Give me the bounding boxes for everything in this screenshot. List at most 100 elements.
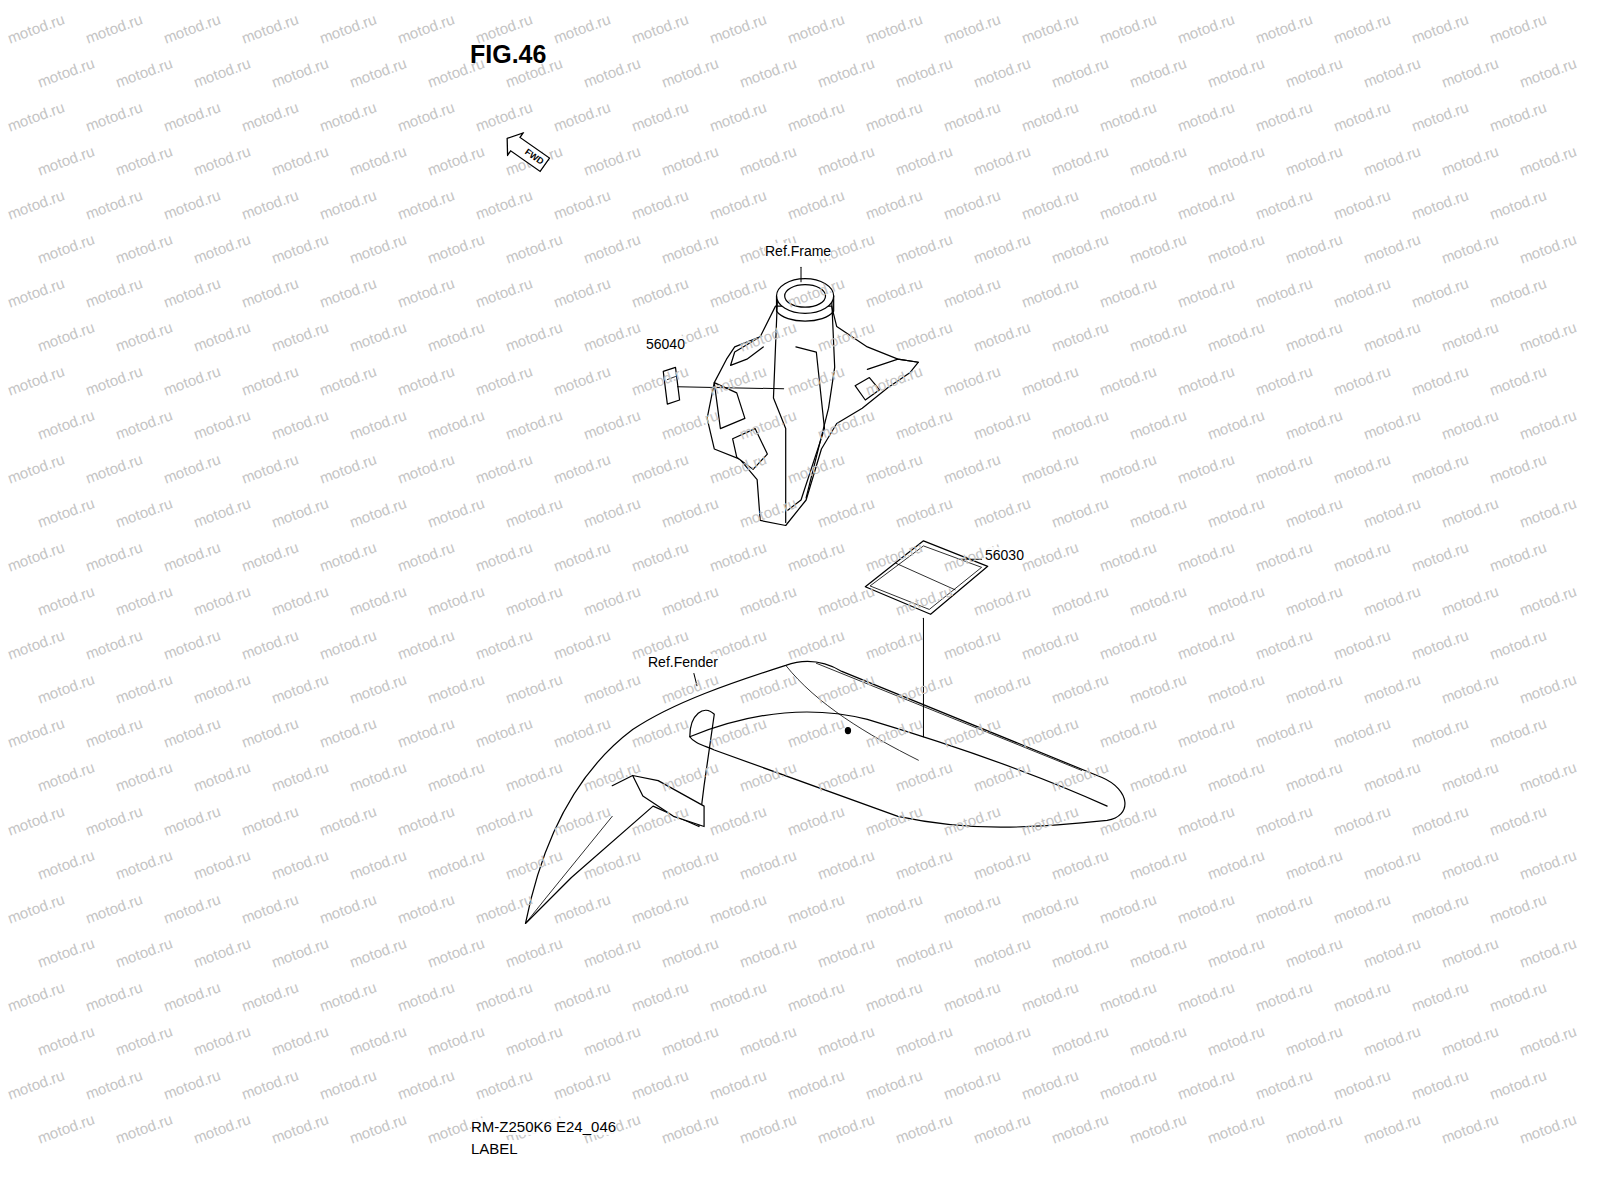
watermark: motod.ru [1175,714,1236,750]
watermark: motod.ru [347,582,408,618]
watermark: motod.ru [317,274,378,310]
watermark: motod.ru [941,186,1002,222]
watermark: motod.ru [425,142,486,178]
watermark: motod.ru [1049,54,1110,90]
watermark: motod.ru [317,626,378,662]
watermark: motod.ru [5,186,66,222]
watermark: motod.ru [239,186,300,222]
watermark: motod.ru [893,1022,954,1058]
watermark: motod.ru [1019,450,1080,486]
watermark: motod.ru [395,1066,456,1102]
watermark: motod.ru [737,846,798,882]
watermark: motod.ru [1283,1110,1344,1146]
watermark: motod.ru [35,142,96,178]
watermark: motod.ru [863,978,924,1014]
watermark: motod.ru [971,406,1032,442]
watermark: motod.ru [971,318,1032,354]
watermark: motod.ru [239,890,300,926]
watermark: motod.ru [1409,98,1470,134]
watermark: motod.ru [1205,758,1266,794]
watermark: motod.ru [1283,758,1344,794]
watermark: motod.ru [1361,142,1422,178]
watermark: motod.ru [581,54,642,90]
watermark: motod.ru [503,1022,564,1058]
watermark: motod.ru [161,802,222,838]
watermark: motod.ru [581,142,642,178]
watermark: motod.ru [941,978,1002,1014]
watermark: motod.ru [1205,406,1266,442]
watermark: motod.ru [347,54,408,90]
watermark: motod.ru [1487,450,1548,486]
watermark: motod.ru [863,890,924,926]
watermark: motod.ru [83,802,144,838]
watermark: motod.ru [425,54,486,90]
watermark: motod.ru [317,890,378,926]
watermark: motod.ru [971,1022,1032,1058]
watermark: motod.ru [1019,714,1080,750]
watermark: motod.ru [1049,582,1110,618]
watermark: motod.ru [1409,186,1470,222]
watermark: motod.ru [1049,230,1110,266]
watermark: motod.ru [239,1066,300,1102]
watermark: motod.ru [1409,538,1470,574]
watermark: motod.ru [1205,582,1266,618]
watermark: motod.ru [1439,1022,1500,1058]
watermark: motod.ru [1205,494,1266,530]
watermark: motod.ru [1019,98,1080,134]
watermark: motod.ru [425,846,486,882]
watermark: motod.ru [1097,1066,1158,1102]
watermark: motod.ru [1517,758,1578,794]
watermark: motod.ru [893,230,954,266]
watermark: motod.ru [551,1066,612,1102]
watermark: motod.ru [1439,934,1500,970]
watermark: motod.ru [161,1066,222,1102]
watermark: motod.ru [1283,494,1344,530]
watermark: motod.ru [941,626,1002,662]
watermark: motod.ru [269,318,330,354]
watermark: motod.ru [1175,98,1236,134]
watermark: motod.ru [1097,10,1158,46]
watermark: motod.ru [395,450,456,486]
watermark: motod.ru [863,186,924,222]
watermark: motod.ru [113,670,174,706]
watermark: motod.ru [707,802,768,838]
watermark: motod.ru [659,934,720,970]
watermark: motod.ru [1361,670,1422,706]
figure-caption: LABEL [471,1140,518,1157]
watermark: motod.ru [1253,802,1314,838]
watermark: motod.ru [551,538,612,574]
watermark: motod.ru [425,582,486,618]
watermark: motod.ru [395,890,456,926]
watermark: motod.ru [1097,450,1158,486]
watermark: motod.ru [1283,318,1344,354]
watermark: motod.ru [1439,582,1500,618]
watermark: motod.ru [1205,846,1266,882]
watermark: motod.ru [425,318,486,354]
watermark: motod.ru [659,1022,720,1058]
watermark: motod.ru [161,274,222,310]
watermark: motod.ru [503,230,564,266]
watermark: motod.ru [113,846,174,882]
watermark: motod.ru [191,1022,252,1058]
watermark: motod.ru [1487,274,1548,310]
watermark: motod.ru [191,142,252,178]
watermark: motod.ru [1205,142,1266,178]
watermark: motod.ru [1517,934,1578,970]
watermark: motod.ru [1253,98,1314,134]
watermark: motod.ru [629,978,690,1014]
watermark: motod.ru [1331,1066,1392,1102]
watermark: motod.ru [1331,890,1392,926]
watermark: motod.ru [113,54,174,90]
watermark: motod.ru [161,714,222,750]
watermark: motod.ru [1019,538,1080,574]
watermark: motod.ru [551,978,612,1014]
watermark: motod.ru [395,802,456,838]
watermark: motod.ru [1175,186,1236,222]
watermark: motod.ru [1361,54,1422,90]
watermark: motod.ru [1097,890,1158,926]
watermark: motod.ru [1253,890,1314,926]
watermark: motod.ru [707,274,768,310]
watermark: motod.ru [1097,98,1158,134]
watermark: motod.ru [5,450,66,486]
watermark: motod.ru [269,406,330,442]
